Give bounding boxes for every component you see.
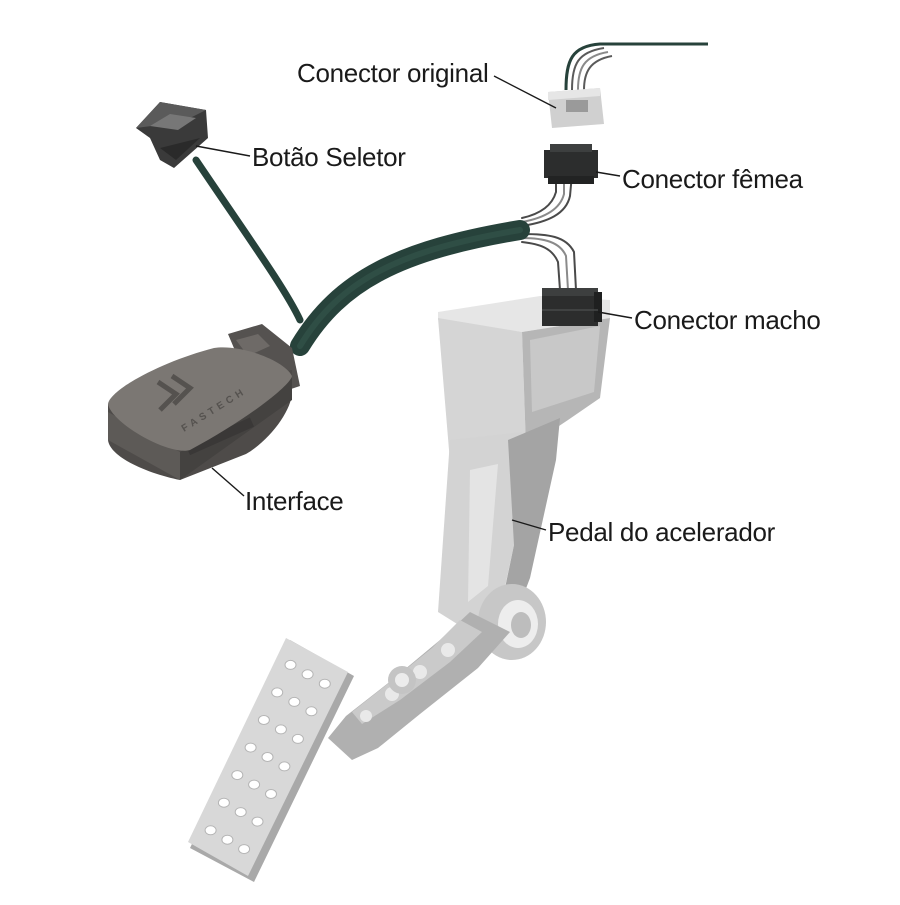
label-interface: Interface [245, 486, 344, 516]
pedal-pad-hole [251, 816, 264, 827]
label-pedal-do-acelerador: Pedal do acelerador [548, 517, 776, 547]
pedal-pad-holes [204, 659, 331, 855]
pedal-pad-hole [284, 659, 297, 670]
interface-device: FASTECH [108, 324, 300, 480]
pedal-pad-hole [274, 724, 287, 735]
connector-femea [544, 144, 598, 184]
label-botao-seletor: Botão Seletor [252, 142, 406, 172]
pedal-wires [521, 173, 577, 291]
pedal-housing-front [438, 318, 526, 462]
leader-lines [195, 75, 633, 531]
lever-hole-6 [395, 673, 409, 687]
pedal-pad-hole [221, 834, 234, 845]
pedal-lever [328, 612, 510, 760]
connector-original [548, 42, 708, 128]
pedal-assembly [188, 296, 610, 882]
selector-button [136, 102, 208, 168]
lever-hole-4 [360, 710, 372, 722]
lever-hole-2 [413, 665, 427, 679]
connector-macho [542, 288, 602, 326]
pedal-pad-hole [261, 752, 274, 762]
pedal-pad-hole [271, 687, 284, 698]
pedal-pad-hole [234, 807, 247, 818]
pedal-pad-hole [288, 696, 301, 707]
pedal-pad-hole [318, 678, 331, 689]
pedal-pad-hole [291, 733, 304, 744]
pedal-arm-side [500, 418, 560, 620]
pedal-pad-hole [305, 706, 318, 717]
main-cable [192, 156, 530, 356]
pedal-pad-hole [217, 797, 230, 808]
pedal-arm-slot [468, 464, 498, 602]
pedal-pad-hole [265, 789, 277, 799]
pedal-pad-hole [301, 669, 314, 680]
pedal-pad-hole [231, 770, 244, 781]
pedal-pivot-hole [511, 612, 531, 638]
label-conector-femea: Conector fêmea [622, 164, 803, 194]
pedal-pad-hole [204, 825, 217, 836]
pedal-pad-hole [244, 742, 257, 753]
pedal-pad-hole [248, 779, 261, 790]
pedal-pad-hole [238, 844, 251, 855]
pedal-pad-hole [257, 715, 270, 725]
lever-hole-1 [441, 643, 455, 657]
pedal-housing-window [530, 326, 600, 412]
pedal-pad-hole [278, 761, 291, 772]
label-conector-original: Conector original [297, 58, 489, 88]
label-conector-macho: Conector macho [634, 305, 821, 335]
